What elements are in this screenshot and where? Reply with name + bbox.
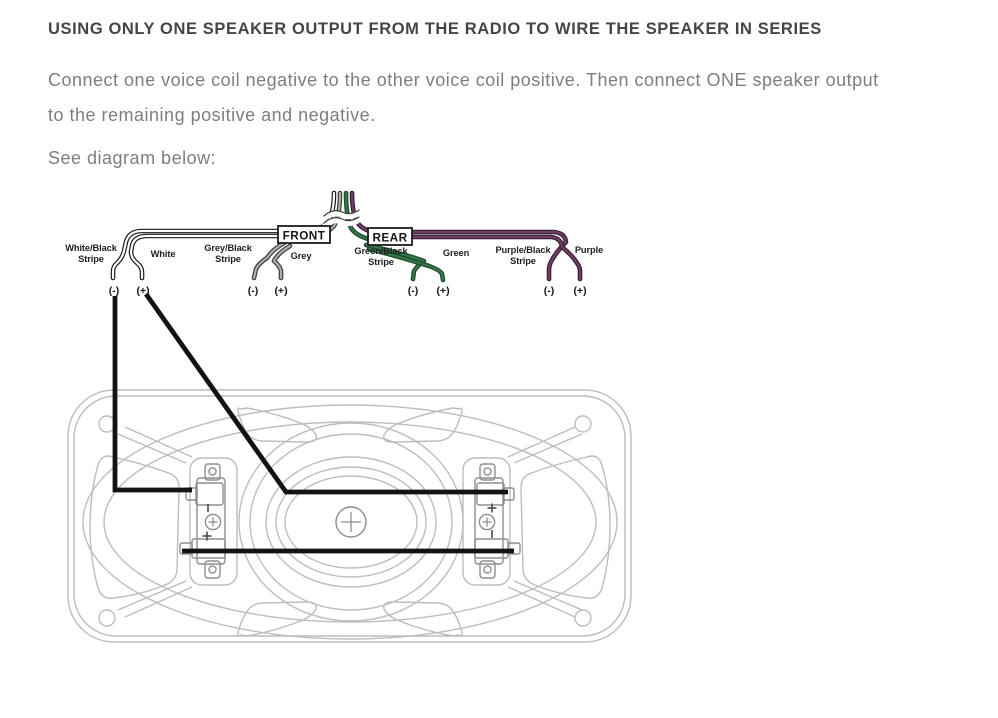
front-connector-label: FRONT <box>283 229 326 243</box>
wire-purple-black-stripe <box>409 229 569 282</box>
core <box>129 234 280 280</box>
core <box>344 191 374 242</box>
speaker-frame <box>67 389 632 643</box>
label-purple-black-1: Purple/Black <box>495 245 551 255</box>
hookup-wires <box>112 292 514 554</box>
radio-harness: FRONT REAR White/Black Stripe White Grey… <box>65 190 603 297</box>
basket-cutout-bottom-right <box>383 580 583 637</box>
voice-coil-terminal-left <box>179 457 238 586</box>
polarity-labels: (-) (+) (-) (+) (-) (+) (-) (+) <box>109 285 587 297</box>
core <box>111 229 280 280</box>
core <box>410 235 582 281</box>
basket-oval-outer <box>82 404 618 640</box>
purple-black-neg: (-) <box>544 285 555 297</box>
green-pos: (+) <box>436 285 449 297</box>
cable-break-mark <box>321 209 362 229</box>
see-diagram-caption: See diagram below: <box>48 148 217 168</box>
rear-connector-box <box>367 227 413 246</box>
speaker-wiring-diagram: FRONT REAR White/Black Stripe White Grey… <box>65 190 632 643</box>
body-paragraph: Connect one voice coil negative to the o… <box>48 63 978 133</box>
basket-cutout-top-right <box>383 407 583 464</box>
label-grey-black-1: Grey/Black <box>204 243 253 253</box>
core <box>367 247 445 282</box>
label-purple-black-2: Stripe <box>510 256 536 266</box>
core <box>364 243 426 281</box>
wire-white <box>128 233 281 281</box>
terminal-polarity-marks <box>202 503 497 541</box>
speaker-rear-view <box>67 389 632 643</box>
wire-white-black-stripe <box>110 228 281 281</box>
body-line-1: Connect one voice coil negative to the o… <box>48 70 879 90</box>
white-black-neg: (-) <box>109 285 120 297</box>
basket-oval-inner <box>103 421 597 623</box>
mounting-hole <box>574 609 592 627</box>
core <box>272 244 292 280</box>
mounting-hole <box>98 609 116 627</box>
wire-pos-to-right-terminal <box>144 292 508 495</box>
mounting-hole <box>574 415 592 433</box>
green-black-neg: (-) <box>408 285 419 297</box>
label-purple: Purple <box>575 245 603 255</box>
center-screw <box>335 506 367 538</box>
label-white-black-2: Stripe <box>78 254 104 264</box>
front-connector: FRONT <box>277 225 331 244</box>
rear-connector-label: REAR <box>372 231 407 245</box>
label-white-black-1: White/Black <box>65 243 118 253</box>
grey-black-neg: (-) <box>248 285 259 297</box>
front-connector-box <box>277 225 331 244</box>
rear-connector: REAR <box>367 227 413 246</box>
label-green: Green <box>443 248 470 258</box>
label-green-black-2: Stripe <box>368 257 394 267</box>
label-green-black-1: Green/Black <box>354 246 408 256</box>
wire-grey <box>271 243 293 281</box>
voice-coil-terminal-right <box>462 457 521 586</box>
wire-green-black-stripe <box>363 242 427 282</box>
page-title: USING ONLY ONE SPEAKER OUTPUT FROM THE R… <box>48 20 822 38</box>
label-white: White <box>151 249 176 259</box>
speaker-frame-inner <box>73 395 626 637</box>
harness-bundle <box>309 190 379 243</box>
grey-pos: (+) <box>274 285 287 297</box>
purple-pos: (+) <box>573 285 586 297</box>
core <box>410 230 568 281</box>
wire-neg-to-left-terminal <box>112 296 192 493</box>
wire-labels: White/Black Stripe White Grey/Black Stri… <box>65 243 603 267</box>
core <box>252 241 286 280</box>
label-grey: Grey <box>291 251 313 261</box>
wire-purple <box>409 234 583 282</box>
body-line-2: to the remaining positive and negative. <box>48 105 376 125</box>
wire-grey-black-stripe <box>251 240 287 281</box>
label-grey-black-2: Stripe <box>215 254 241 264</box>
wire-green <box>366 246 446 283</box>
